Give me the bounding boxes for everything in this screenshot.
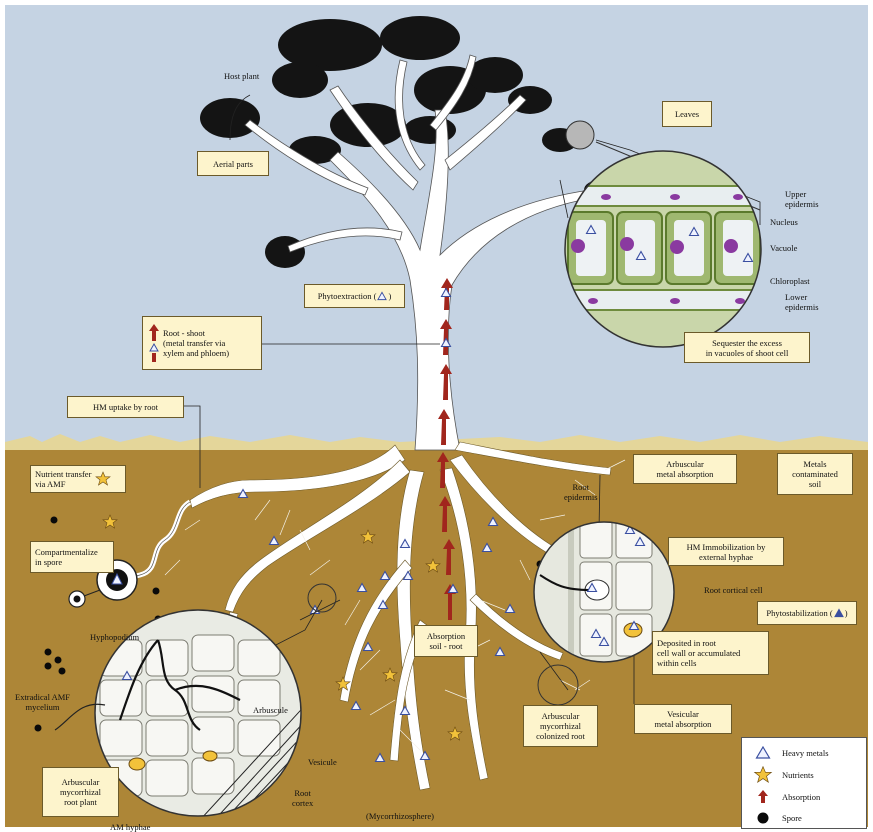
triangle-icon (755, 746, 771, 760)
label-extradical: Extradical AMF mycelium (15, 692, 70, 712)
label-nutrient-transfer: Nutrient transfer via AMF (30, 465, 126, 493)
legend-item-nutrients: Nutrients (750, 766, 814, 784)
dot-icon (756, 811, 770, 825)
absorption-arrow-icon (147, 323, 161, 363)
label-phytostabilization: Phytostabilization ( ) (757, 601, 857, 625)
label-hyphopodium: Hyphopodium (90, 632, 139, 642)
label-hm-uptake: HM uptake by root (67, 396, 184, 418)
label-leaves: Leaves (662, 101, 712, 127)
label-deposited: Deposited in root cell wall or accumulat… (652, 631, 769, 675)
label-compartmentalize: Compartmentalize in spore (30, 541, 114, 573)
label-upper-epidermis: Upper epidermis (785, 189, 819, 209)
label-nucleus: Nucleus (770, 217, 798, 227)
label-hm-immobilization: HM Immobilization by external hyphae (668, 537, 784, 566)
label-aerial-parts: Aerial parts (197, 151, 269, 176)
label-chloroplast: Chloroplast (770, 276, 810, 286)
legend-item-heavy-metals: Heavy metals (750, 744, 829, 762)
legend: Heavy metals Nutrients Absorption Spore (741, 737, 867, 829)
label-am-colonized-root: Arbuscular mycorrhizal colonized root (523, 705, 598, 747)
label-vacuole: Vacuole (770, 243, 797, 253)
label-host-plant: Host plant (224, 71, 259, 81)
label-phytoextraction: Phytoextraction ( ) (304, 284, 405, 308)
label-root-cortical-cell: Root cortical cell (704, 585, 763, 595)
nutrient-star-icon (95, 471, 111, 487)
legend-item-absorption: Absorption (750, 788, 820, 806)
label-arbuscular-metal-absorption: Arbuscular metal absorption (633, 454, 737, 484)
heavy-metal-icon (376, 291, 388, 301)
label-lower-epidermis: Lower epidermis (785, 292, 819, 312)
label-metals-contaminated-soil: Metals contaminated soil (777, 453, 853, 495)
leaf-zoom-source (566, 121, 594, 149)
star-icon (753, 766, 773, 784)
label-root-cortex: Root cortex (292, 788, 313, 808)
label-root-shoot: Root - shoot (metal transfer via xylem a… (142, 316, 262, 370)
label-vesicular-metal-absorption: Vesicular metal absorption (634, 704, 732, 734)
label-arbuscule: Arbuscule (253, 705, 288, 715)
label-am-hyphae: AM hyphae (110, 822, 150, 832)
arrow-up-icon (757, 790, 769, 804)
legend-item-spore: Spore (750, 809, 802, 827)
label-root-epidermis: Root epidermis (564, 482, 598, 502)
label-mycorrhizosphere: (Mycorrhizosphere) (366, 811, 434, 821)
label-am-root-plant: Arbuscular mycorrhizal root plant (42, 767, 119, 817)
heavy-metal-filled-icon (833, 608, 845, 618)
label-sequester: Sequester the excess in vacuoles of shoo… (684, 332, 810, 363)
label-vesicule: Vesicule (308, 757, 337, 767)
label-absorption-soil-root: Absorption soil - root (414, 625, 478, 657)
